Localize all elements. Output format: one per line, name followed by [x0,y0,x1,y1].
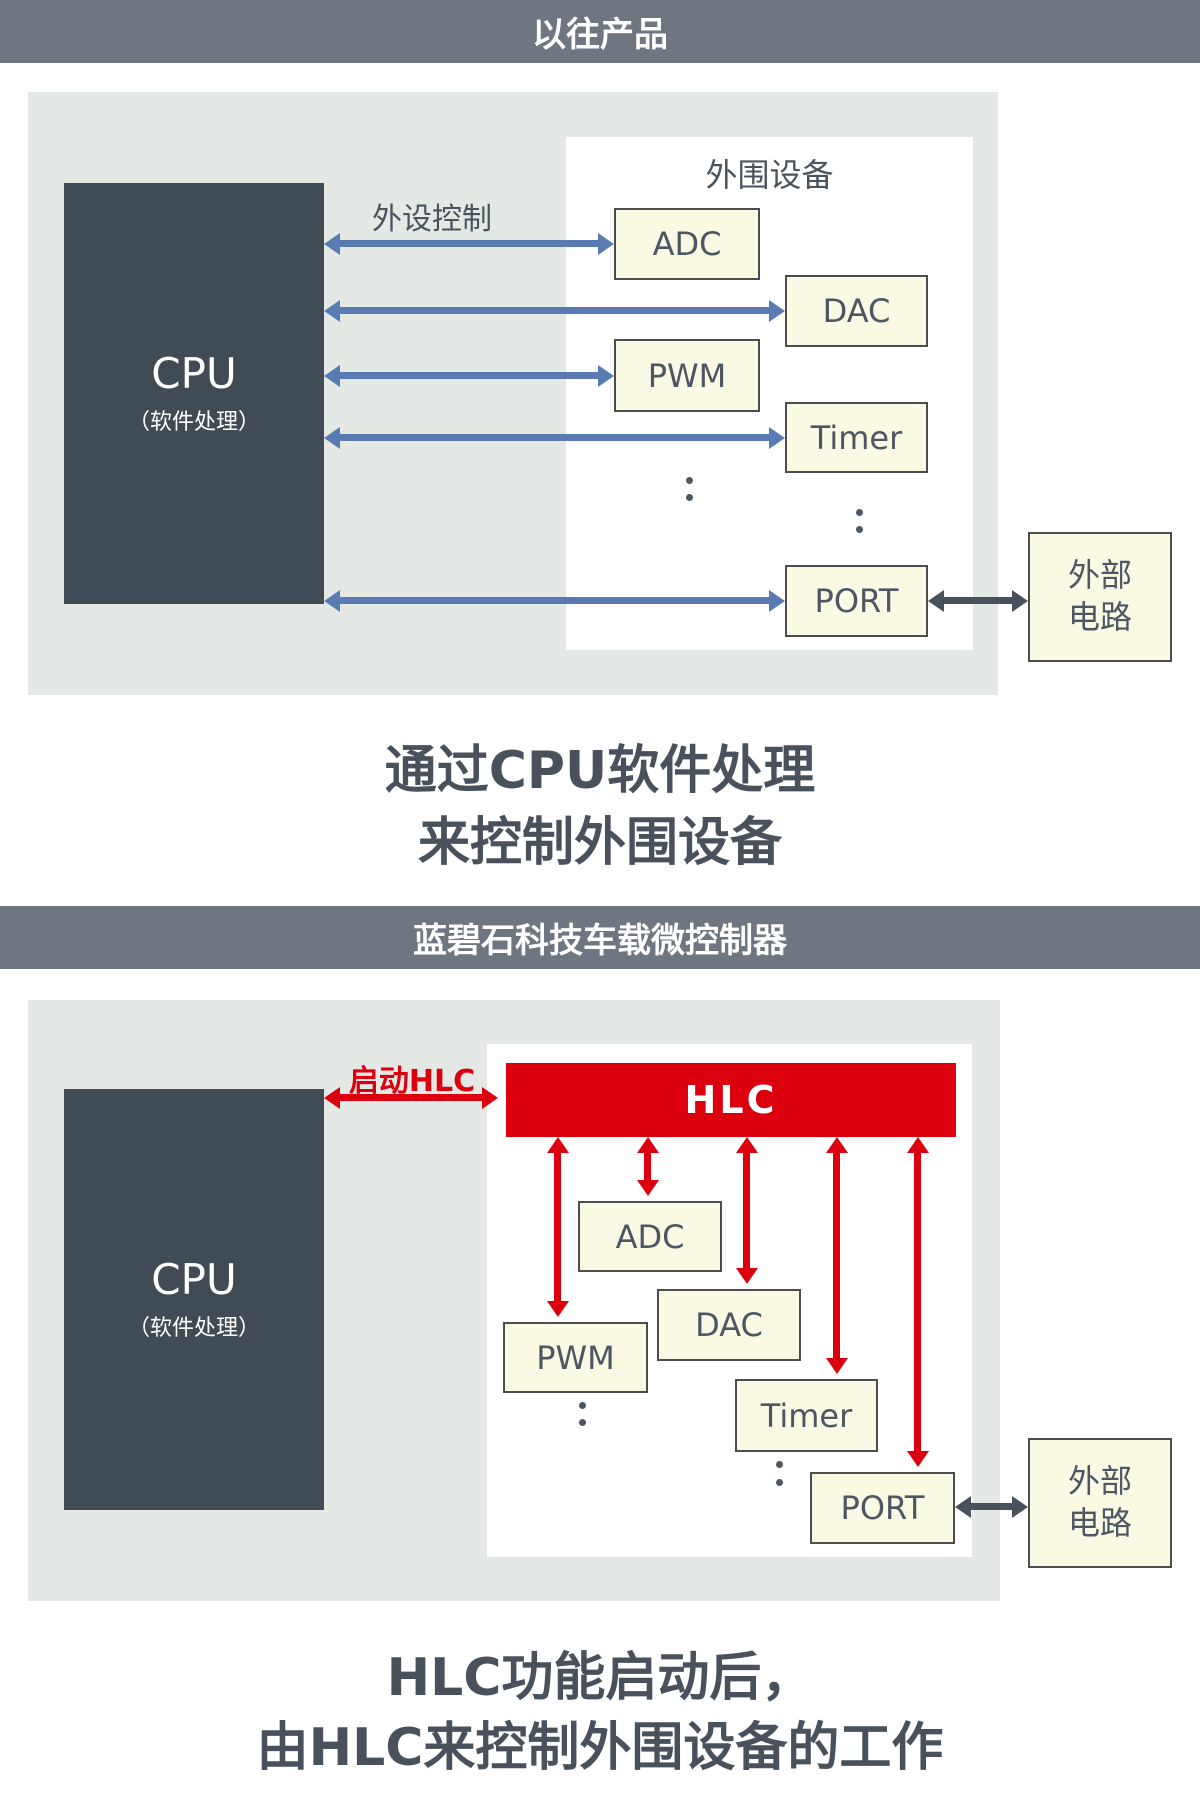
section1-timer-ellipsis-dot [856,526,863,533]
section1-caption-line2: 来控制外围设备 [417,813,782,873]
section2-header-title: 蓝碧石科技车载微控制器 [413,921,787,961]
section1-port-external-arrow [944,597,1012,604]
section2-cpu-subtitle: （软件处理） [127,1315,260,1341]
section2-port-box: PORT [810,1472,955,1544]
cpu-hlc-arrow [340,1094,482,1101]
hlc-pwm-arrow [554,1153,561,1301]
section1-adc-label: ADC [652,225,722,263]
hlc-label: HLC [684,1078,778,1122]
section2-dac-box: DAC [657,1289,801,1361]
section1-timer-box: Timer [785,402,928,473]
section1-dac-box: DAC [785,275,928,347]
section2-timer-label: Timer [760,1396,853,1435]
section1-port-label: PORT [814,582,899,620]
section1-header-title: 以往产品 [532,15,668,55]
hlc-adc-arrow [644,1153,651,1180]
section2-adc-label: ADC [615,1217,685,1256]
section1-pwm-ellipsis-dot [686,477,693,484]
section2-port-external-arrow [971,1503,1012,1510]
section2-cpu-block: CPU （软件处理） [64,1089,324,1510]
section1-pwm-ellipsis-dot [686,494,693,501]
section2-adc-box: ADC [578,1201,722,1272]
section2-port-label: PORT [840,1489,925,1527]
section2-pwm-ellipsis-dot [579,1419,586,1426]
section1-pwm-label: PWM [647,356,727,395]
section1-adc-box: ADC [614,208,760,280]
section2-external-line2: 电路 [1067,1504,1132,1542]
cpu-timer-arrow [340,434,769,441]
hlc-port-arrow [914,1153,921,1451]
section1-timer-label: Timer [810,418,903,457]
section2-pwm-ellipsis-dot [579,1402,586,1409]
cpu-port-arrow [340,597,769,604]
section1-peripheral-panel-title: 外围设备 [705,156,834,194]
section2-caption-line1: HLC功能启动后， [386,1648,814,1708]
section1-external-circuit-box: 外部 电路 [1028,532,1172,662]
section2-pwm-label: PWM [536,1338,615,1377]
section1-dac-label: DAC [822,292,891,330]
hlc-bar: HLC [506,1063,956,1137]
section2-timer-ellipsis-dot [776,1479,783,1486]
section1-external-line2: 电路 [1067,598,1132,636]
section1-header-bar: 以往产品 [0,0,1200,63]
section1-caption-line1: 通过CPU软件处理 [384,741,816,801]
hlc-dac-arrow [743,1153,750,1268]
cpu-pwm-arrow [340,372,598,379]
section2-caption-line2: 由HLC来控制外围设备的工作 [256,1718,944,1778]
section2-timer-ellipsis-dot [776,1461,783,1468]
section2-dac-label: DAC [695,1306,763,1344]
section1-cpu-title: CPU [151,349,237,399]
section1-cpu-subtitle: （软件处理） [127,409,260,435]
section2-cpu-title: CPU [151,1255,237,1305]
cpu-dac-arrow [340,307,769,314]
section1-timer-ellipsis-dot [856,509,863,516]
section2-external-line1: 外部 [1067,1462,1132,1501]
section1-port-box: PORT [785,565,928,637]
section2-external-circuit-box: 外部 电路 [1028,1438,1172,1568]
section1-cpu-block: CPU （软件处理） [64,183,324,604]
section1-bus-label: 外设控制 [372,202,492,237]
section1-external-line1: 外部 [1067,556,1132,595]
section2-pwm-box: PWM [503,1322,648,1393]
cpu-adc-arrow [340,240,598,247]
hlc-timer-arrow [833,1153,840,1358]
section2-header-bar: 蓝碧石科技车载微控制器 [0,906,1200,969]
section1-pwm-box: PWM [614,339,760,412]
section2-timer-box: Timer [735,1379,878,1452]
